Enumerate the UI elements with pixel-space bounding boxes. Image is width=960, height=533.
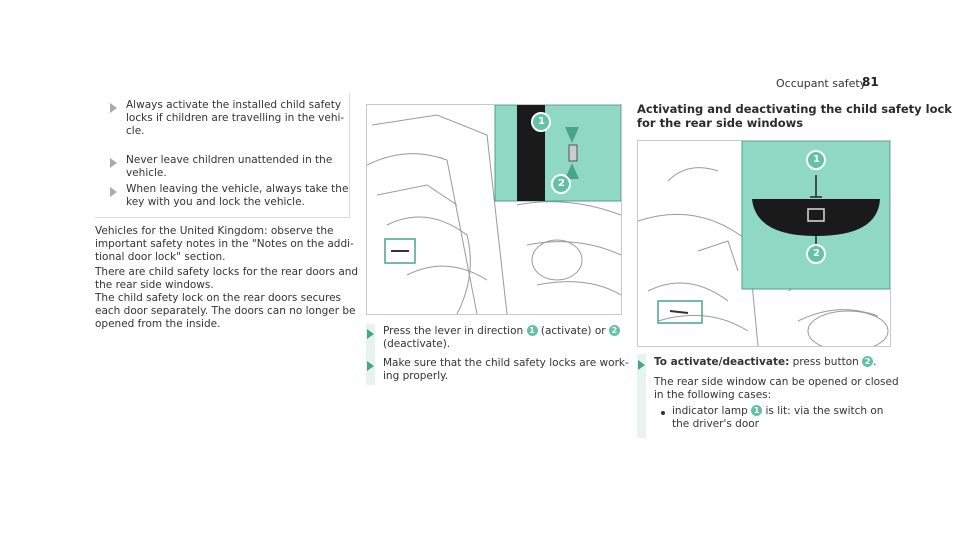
figure-marker-2: 2 xyxy=(813,248,820,259)
bullet-arrow-icon xyxy=(110,103,117,113)
step-arrow-icon xyxy=(367,329,374,339)
window-lock-drawing xyxy=(638,141,890,346)
marker-1-icon: 1 xyxy=(751,405,763,416)
bullet-arrow-icon xyxy=(110,158,117,168)
step-check-locks: Make sure that the child safety locks ar… xyxy=(383,357,629,382)
bullet-arrow-icon xyxy=(110,187,117,197)
cases-text: The rear side window can be opened or cl… xyxy=(654,376,899,401)
marker-1-icon: 1 xyxy=(526,325,538,336)
section-heading: Activating and deactivating the child sa… xyxy=(637,102,952,130)
door-lock-illustration: 1 2 xyxy=(366,104,622,315)
step-activate: To activate/deactivate: press button 2. xyxy=(654,356,877,368)
step-arrow-icon xyxy=(638,360,645,370)
marker-2-icon: 2 xyxy=(862,356,874,367)
child-lock-paragraph: There are child safety locks for the rea… xyxy=(95,266,359,330)
warning-item-1: Always activate the installed child safe… xyxy=(126,99,345,137)
running-header-title: Occupant safety xyxy=(776,77,867,90)
step-arrow-icon xyxy=(367,361,374,371)
uk-note: Vehicles for the United Kingdom: observe… xyxy=(95,225,354,263)
figure-marker-2: 2 xyxy=(558,178,565,189)
figure-marker-1: 1 xyxy=(813,154,820,165)
step-bar xyxy=(366,324,375,385)
warning-item-2: Never leave children unattended in the v… xyxy=(126,154,333,179)
step-bar xyxy=(637,354,646,438)
figure-marker-1: 1 xyxy=(538,116,545,127)
window-lock-illustration: 1 2 xyxy=(637,140,891,347)
marker-2-icon: 2 xyxy=(608,325,620,336)
step-press-lever: Press the lever in direction 1 (activate… xyxy=(383,325,620,351)
page-number: 81 xyxy=(862,75,879,89)
door-lock-drawing xyxy=(367,105,621,314)
warning-box xyxy=(95,93,350,218)
warning-item-3: When leaving the vehicle, always take th… xyxy=(126,183,349,208)
case-item-1: indicator lamp 1 is lit: via the switch … xyxy=(672,405,884,430)
bullet-dot-icon xyxy=(661,411,665,415)
